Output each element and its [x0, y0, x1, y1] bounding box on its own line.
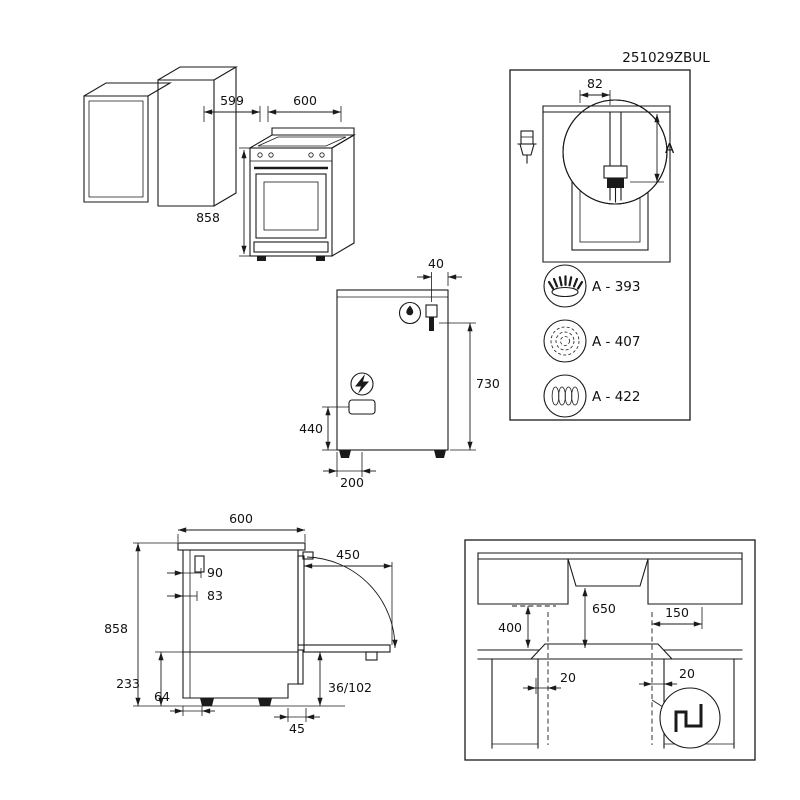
dim-install-left: 400: [498, 620, 522, 635]
storage-drawer: [253, 241, 329, 253]
rear-connection-side: [194, 555, 205, 573]
dim-rear-mains-offset: 200: [340, 475, 364, 490]
anti-tip-bracket-icon: [659, 687, 721, 749]
niche-isometric-view: 599 600 858: [83, 66, 357, 261]
dim-gas-pipe-offset: 82: [587, 76, 603, 91]
cooktop-slab: [177, 542, 306, 551]
gas-option-label: A - 393: [592, 279, 640, 295]
gas-connection-panel: 82 A A - 393: [509, 69, 691, 421]
gas-connector-icon: [517, 130, 537, 164]
gas-flame-icon: [398, 301, 422, 325]
mains-terminal-box: [348, 399, 376, 415]
cooktop-surface: [257, 136, 347, 147]
cooker-body-side: [182, 549, 299, 699]
dim-side-plinth: 36/102: [328, 680, 372, 695]
product-code: 251029ZBUL: [622, 50, 710, 66]
adjacent-cabinet-low: [83, 82, 173, 203]
adjacent-cabinet-tall: [157, 66, 239, 207]
dim-niche-width: 600: [293, 93, 317, 108]
gas-option-label: A - 407: [592, 334, 640, 350]
radiant-hob-icon: [543, 319, 587, 363]
dim-side-base: 233: [116, 676, 140, 691]
dim-gas-height-label: A: [665, 141, 675, 157]
door-closed-side: [297, 555, 305, 646]
control-knob: [308, 152, 314, 158]
dim-rear-gas-height: 730: [476, 376, 500, 391]
dim-install-gap-right: 20: [679, 666, 695, 681]
dim-side-depth: 600: [229, 511, 253, 526]
dim-side-foot: 64: [154, 689, 170, 704]
cooker-isometric: [247, 127, 357, 261]
dim-niche-top-width: 599: [220, 93, 244, 108]
electric-bolt-icon: [350, 372, 374, 396]
installation-clearance-panel: 650 400 150 20 20: [464, 539, 756, 761]
oven-door: [255, 173, 327, 239]
gas-option-label: A - 422: [592, 389, 640, 405]
control-knob: [257, 152, 263, 158]
dim-side-door-open: 450: [336, 547, 360, 562]
oven-window: [263, 181, 319, 231]
dim-niche-height: 858: [196, 210, 220, 225]
door-swing-arc: [306, 556, 398, 649]
gas-inlet-connector: [425, 304, 438, 331]
control-knob: [319, 152, 325, 158]
dim-side-toe: 45: [289, 721, 305, 736]
door-handle-side: [302, 551, 314, 560]
dim-side-rear-top: 90: [207, 565, 223, 580]
dim-rear-mains-height: 440: [299, 421, 323, 436]
cooker-hood: [567, 558, 649, 587]
dim-side-height: 858: [104, 621, 128, 636]
rear-connection-view: 40 730 440 200: [299, 256, 500, 490]
dim-rear-gas-offset: 40: [428, 256, 444, 271]
dim-install-gap-left: 20: [560, 670, 576, 685]
gas-hob-icon: [543, 264, 587, 308]
dim-side-rear: 83: [207, 588, 223, 603]
dim-install-hood: 650: [592, 601, 616, 616]
induction-hob-icon: [543, 374, 587, 418]
door-open-side: [303, 644, 391, 653]
side-profile-view: 600 90 83 858 233 64: [104, 511, 398, 736]
dim-install-right: 150: [665, 605, 689, 620]
hob-surface: [529, 643, 674, 660]
control-knob: [268, 152, 274, 158]
